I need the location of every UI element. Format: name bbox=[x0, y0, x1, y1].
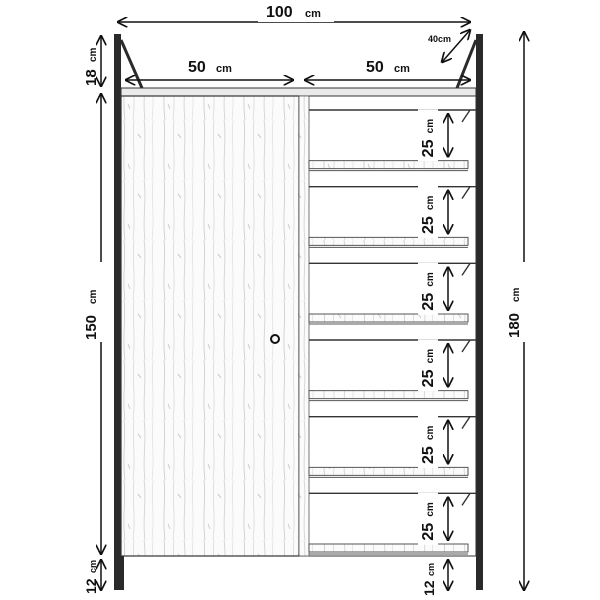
dimension-leg-height-right: 12 cm bbox=[421, 560, 448, 596]
shelf-gap-dimension: 25 cm bbox=[418, 416, 448, 468]
shelf-gap-label-bg bbox=[418, 109, 438, 162]
shelf-support bbox=[461, 109, 471, 123]
dimension-total-width: 100 cm bbox=[118, 2, 470, 22]
shelves bbox=[308, 160, 469, 555]
shelf-unit bbox=[298, 95, 477, 557]
top-panel bbox=[120, 87, 477, 97]
shelf-support bbox=[461, 262, 471, 276]
shelf-side-panel bbox=[298, 95, 310, 557]
leg-height-right-unit: cm bbox=[426, 563, 436, 576]
shelf-gap-unit: cm bbox=[425, 425, 436, 440]
shelf-gap-value: 25 bbox=[420, 293, 437, 311]
shelf-gap-value: 25 bbox=[420, 369, 437, 387]
shelf-gap-value: 25 bbox=[420, 216, 437, 234]
top-rail-left bbox=[119, 39, 144, 89]
body-height-unit: cm bbox=[88, 289, 99, 304]
depth-value: 40cm bbox=[428, 34, 451, 44]
shelf-gap-dimension: 25 cm bbox=[418, 262, 448, 315]
shelf-gap-label-bg bbox=[418, 339, 438, 392]
shelf-back bbox=[298, 95, 477, 557]
dimension-door-width: 50 cm bbox=[126, 56, 293, 80]
shelf-board bbox=[308, 160, 469, 170]
shelf-gap-unit: cm bbox=[425, 502, 436, 517]
shelf-width-unit: cm bbox=[394, 63, 410, 75]
shelf-gap-label-bg bbox=[418, 262, 438, 315]
dimension-depth: 40cm bbox=[428, 30, 470, 62]
shelf-board bbox=[308, 390, 469, 400]
shelf-support bbox=[461, 492, 471, 506]
shelf-gap-value: 25 bbox=[420, 446, 437, 464]
total-width-unit: cm bbox=[305, 8, 321, 20]
shelf-width-value: 50 bbox=[366, 59, 384, 76]
shelf-board bbox=[308, 236, 469, 246]
shelf-support bbox=[461, 339, 471, 353]
shelf-board bbox=[308, 466, 469, 476]
shelf-gap-value: 25 bbox=[420, 523, 437, 541]
total-width-value: 100 bbox=[266, 4, 293, 21]
shelf-support bbox=[461, 416, 471, 430]
dimension-top-height: 18 cm bbox=[83, 36, 101, 86]
shelf-gap-unit: cm bbox=[425, 195, 436, 210]
shelf-gap-dimension: 25 cm bbox=[418, 186, 448, 238]
cabinet-door bbox=[120, 95, 300, 557]
door-knob bbox=[270, 334, 280, 344]
shelf-gap-unit: cm bbox=[425, 349, 436, 364]
body-height-value: 150 bbox=[83, 315, 100, 340]
shelf-gap-value: 25 bbox=[420, 139, 437, 157]
dimension-leg-height-left: 12 cm bbox=[83, 560, 101, 594]
shelf-gap-unit: cm bbox=[425, 272, 436, 287]
door-width-unit: cm bbox=[216, 63, 232, 75]
door-width-value: 50 bbox=[188, 59, 206, 76]
shelf-gap-label-bg bbox=[418, 186, 438, 238]
dimension-body-height: 150 cm bbox=[83, 94, 110, 554]
dimension-total-height: 180 cm bbox=[506, 32, 533, 590]
shelf-gap-dimension: 25 cm bbox=[418, 109, 448, 162]
left-post bbox=[114, 34, 121, 590]
door-panel bbox=[120, 95, 300, 557]
shelf-gap-dimension: 25 cm bbox=[418, 339, 448, 392]
right-post bbox=[476, 34, 483, 590]
dimension-shelf-width: 50 cm bbox=[305, 56, 470, 80]
total-height-unit: cm bbox=[511, 287, 522, 302]
leg-height-left-value: 12 bbox=[83, 578, 99, 594]
shelf-gap-dimensions: 25 cm 25 cm 25 cm 25 cm 25 cm 25 cm bbox=[418, 109, 448, 545]
shelf-board bbox=[308, 543, 469, 553]
top-height-value: 18 bbox=[83, 69, 100, 86]
shelf-board bbox=[308, 313, 469, 323]
leg-height-left-unit: cm bbox=[88, 560, 98, 573]
shelf-gap-unit: cm bbox=[425, 119, 436, 134]
top-rail-right bbox=[455, 39, 478, 89]
shelf-gap-label-bg bbox=[418, 492, 438, 545]
shelf-gap-dimension: 25 cm bbox=[418, 492, 448, 545]
top-height-unit: cm bbox=[88, 47, 99, 62]
total-height-value: 180 bbox=[506, 313, 523, 338]
shelf-rails bbox=[309, 109, 476, 506]
shelf-gap-label-bg bbox=[418, 416, 438, 468]
shelf-support bbox=[461, 186, 471, 200]
leg-height-right-value: 12 bbox=[421, 580, 437, 596]
